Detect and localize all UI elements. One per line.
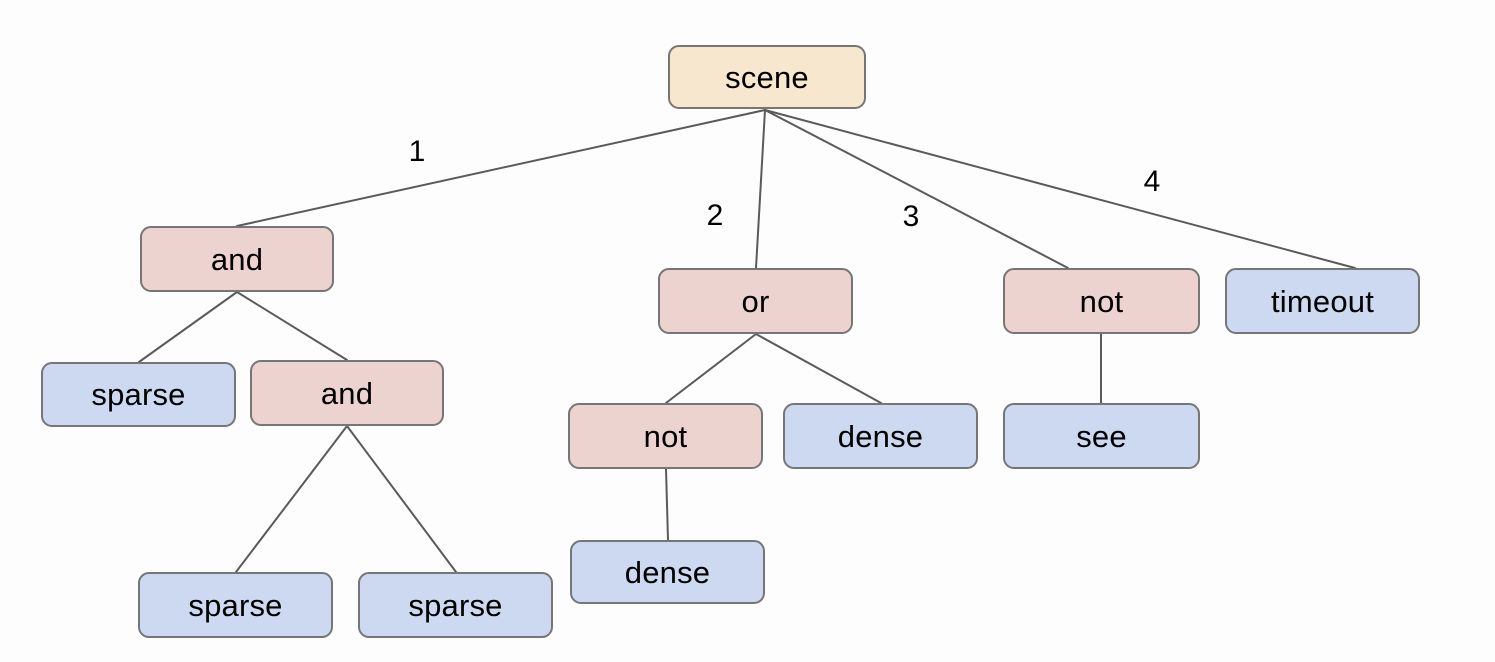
tree-node-dense2[interactable]: dense: [570, 540, 765, 604]
edge-label-1: 1: [408, 135, 426, 168]
tree-node-or1[interactable]: or: [658, 268, 853, 334]
tree-edge-and2-sparse2: [235, 425, 348, 573]
tree-node-and1[interactable]: and: [140, 226, 334, 292]
tree-node-see[interactable]: see: [1003, 403, 1200, 469]
tree-edge-scene-and1: [236, 109, 766, 227]
tree-edge-not2-dense2: [665, 468, 669, 541]
tree-node-not2[interactable]: not: [568, 403, 763, 469]
tree-node-and2[interactable]: and: [250, 360, 444, 426]
tree-node-sparse3[interactable]: sparse: [358, 572, 553, 638]
tree-node-timeout[interactable]: timeout: [1225, 268, 1420, 334]
tree-edge-or1-dense1: [755, 333, 882, 404]
tree-edge-scene-not1: [764, 109, 1069, 269]
tree-edge-and1-sparse1: [138, 291, 238, 363]
tree-edge-scene-timeout: [764, 109, 1356, 269]
tree-node-not1[interactable]: not: [1003, 268, 1200, 334]
tree-edge-and1-and2: [236, 291, 348, 361]
tree-node-scene[interactable]: scene: [668, 45, 866, 109]
tree-edge-and2-sparse3: [346, 425, 457, 573]
tree-node-sparse2[interactable]: sparse: [138, 572, 333, 638]
edge-label-4: 4: [1143, 165, 1161, 198]
edge-label-3: 3: [902, 200, 920, 233]
tree-node-dense1[interactable]: dense: [783, 403, 978, 469]
tree-edge-or1-not2: [665, 333, 757, 404]
tree-node-sparse1[interactable]: sparse: [41, 362, 236, 427]
tree-edge-scene-or1: [755, 109, 766, 269]
edge-label-2: 2: [706, 199, 724, 232]
